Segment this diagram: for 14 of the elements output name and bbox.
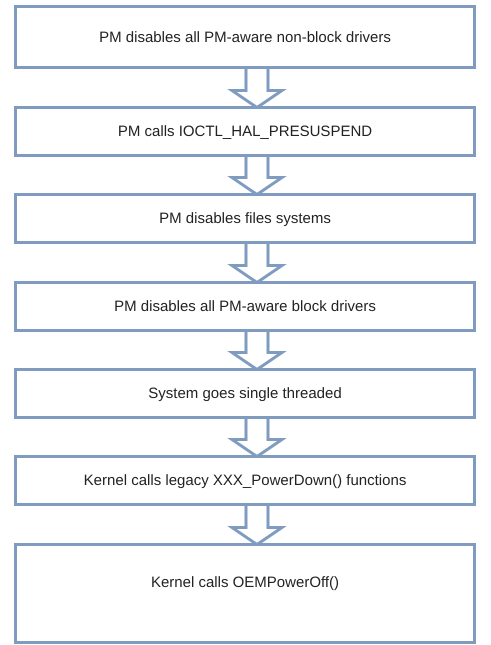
process-box (14, 543, 476, 644)
step-text: PM disables all PM-aware block drivers (114, 298, 376, 315)
step-text: Kernel calls legacy XXX_PowerDown() functions (84, 472, 406, 489)
step-text: System goes single threaded (148, 385, 342, 402)
step-text: PM calls IOCTL_HAL_PRESUSPEND (118, 123, 372, 140)
step-text: Kernel calls OEMPowerOff() (150, 574, 340, 591)
process-box (14, 368, 476, 419)
process-box (14, 5, 476, 69)
step-text: PM disables all PM-aware non-block drivers (99, 28, 391, 46)
process-box (14, 455, 476, 506)
step-text: PM disables files systems (159, 210, 331, 227)
process-box (14, 106, 476, 157)
process-box (14, 281, 476, 332)
process-box (14, 193, 476, 244)
